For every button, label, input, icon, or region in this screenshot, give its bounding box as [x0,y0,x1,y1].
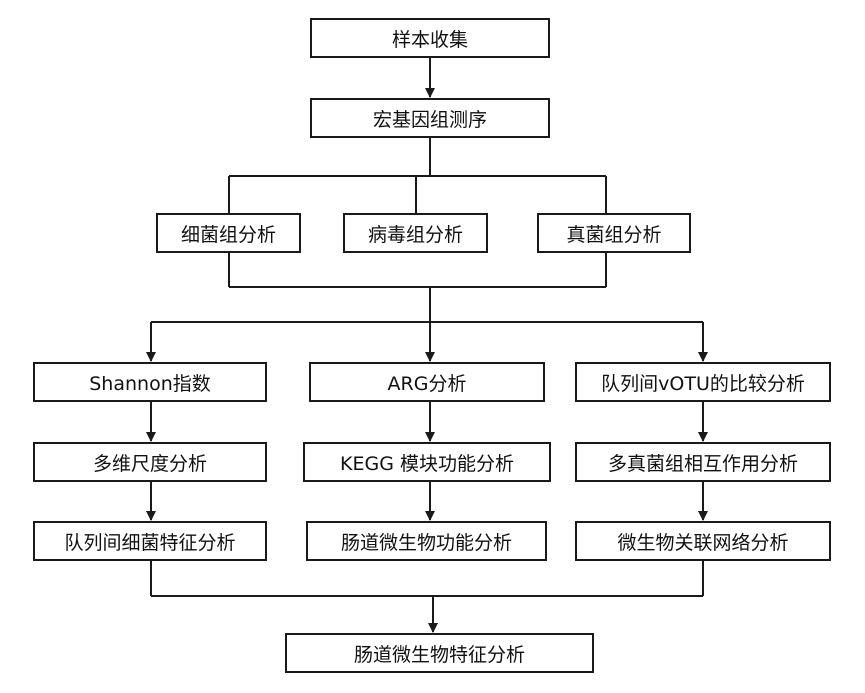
gut-microbial-features-box: 肠道微生物特征分析 [285,633,594,673]
multi-kingdom-interaction-box: 多真菌组相互作用分析 [575,442,831,482]
nmds-analysis-label: 多维尺度分析 [92,452,207,475]
cohort-bacterial-features-label: 队列间细菌特征分析 [64,531,236,554]
mycobiome-analysis-box: 真菌组分析 [537,213,691,253]
kegg-module-analysis-label: KEGG 模块功能分析 [340,452,514,475]
arg-analysis-label: ARG分析 [387,372,467,395]
mycobiome-analysis-label: 真菌组分析 [566,223,662,246]
virome-analysis-box: 病毒组分析 [343,213,488,253]
shannon-index-box: Shannon指数 [33,362,267,402]
cohort-bacterial-features-box: 队列间细菌特征分析 [33,521,267,561]
multi-kingdom-interaction-label: 多真菌组相互作用分析 [607,452,798,475]
kegg-module-analysis-box: KEGG 模块功能分析 [303,442,551,482]
microbial-network-label: 微生物关联网络分析 [617,531,789,554]
microbial-network-box: 微生物关联网络分析 [575,521,831,561]
votu-comparison-box: 队列间vOTU的比较分析 [575,362,831,402]
sample-collection-label: 样本收集 [391,28,468,51]
votu-comparison-label: 队列间vOTU的比较分析 [601,372,805,395]
nmds-analysis-box: 多维尺度分析 [33,442,267,482]
shannon-index-label: Shannon指数 [89,372,211,395]
gut-microbial-function-box: 肠道微生物功能分析 [306,521,547,561]
arg-analysis-box: ARG分析 [309,362,545,402]
gut-microbial-function-label: 肠道微生物功能分析 [340,531,512,554]
sample-collection-box: 样本收集 [310,18,550,58]
bacteriome-analysis-box: 细菌组分析 [156,213,301,253]
metagenome-sequencing-box: 宏基因组测序 [310,98,550,138]
gut-microbial-features-label: 肠道微生物特征分析 [353,643,525,666]
bacteriome-analysis-label: 细菌组分析 [180,223,276,246]
virome-analysis-label: 病毒组分析 [367,223,463,246]
metagenome-sequencing-label: 宏基因组测序 [372,108,487,131]
